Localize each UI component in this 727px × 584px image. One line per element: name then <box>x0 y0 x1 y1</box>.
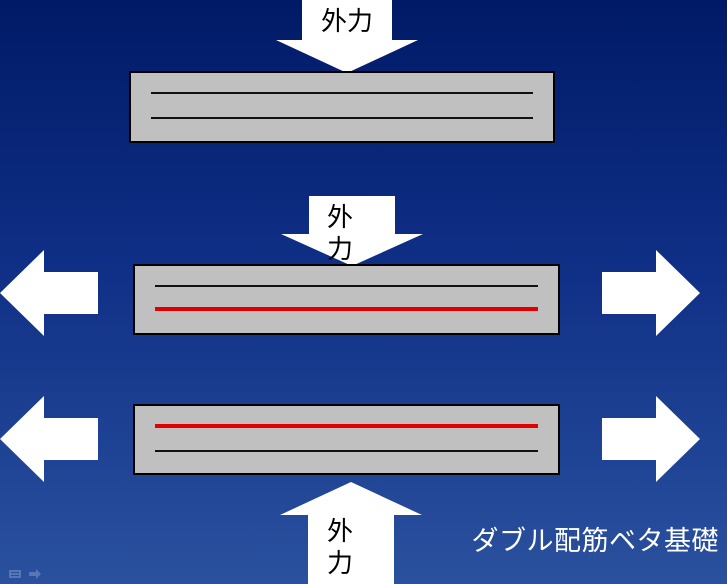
slide-caption: ダブル配筋ベタ基礎 <box>471 526 719 557</box>
tension-arrow-right-middle <box>602 250 700 336</box>
slide-nav-next-icon[interactable] <box>28 564 42 579</box>
rebar-top-tension <box>155 424 538 428</box>
rebar-bottom <box>155 450 538 452</box>
beam-top-tension <box>133 404 560 475</box>
tension-arrow-left-middle <box>0 250 98 336</box>
tension-arrow-left-bottom <box>0 396 98 482</box>
force-arrow-down-middle <box>281 196 423 266</box>
rebar-bottom-tension <box>155 307 538 311</box>
tension-arrow-right-bottom <box>602 396 700 482</box>
beam-unloaded <box>129 71 555 143</box>
beam-bottom-tension <box>133 264 560 335</box>
force-arrow-down-top <box>276 0 418 73</box>
rebar-top <box>155 285 538 287</box>
force-label-top: 外力 <box>320 7 373 37</box>
force-label-bottom: 外 力 <box>326 517 353 579</box>
force-arrow-up-bottom <box>280 482 422 584</box>
rebar-top <box>151 92 533 94</box>
rebar-bottom <box>151 117 533 119</box>
slide-nav-prev-icon[interactable] <box>8 564 22 578</box>
force-label-middle: 外 力 <box>326 203 353 265</box>
slide-nav[interactable] <box>8 564 42 579</box>
